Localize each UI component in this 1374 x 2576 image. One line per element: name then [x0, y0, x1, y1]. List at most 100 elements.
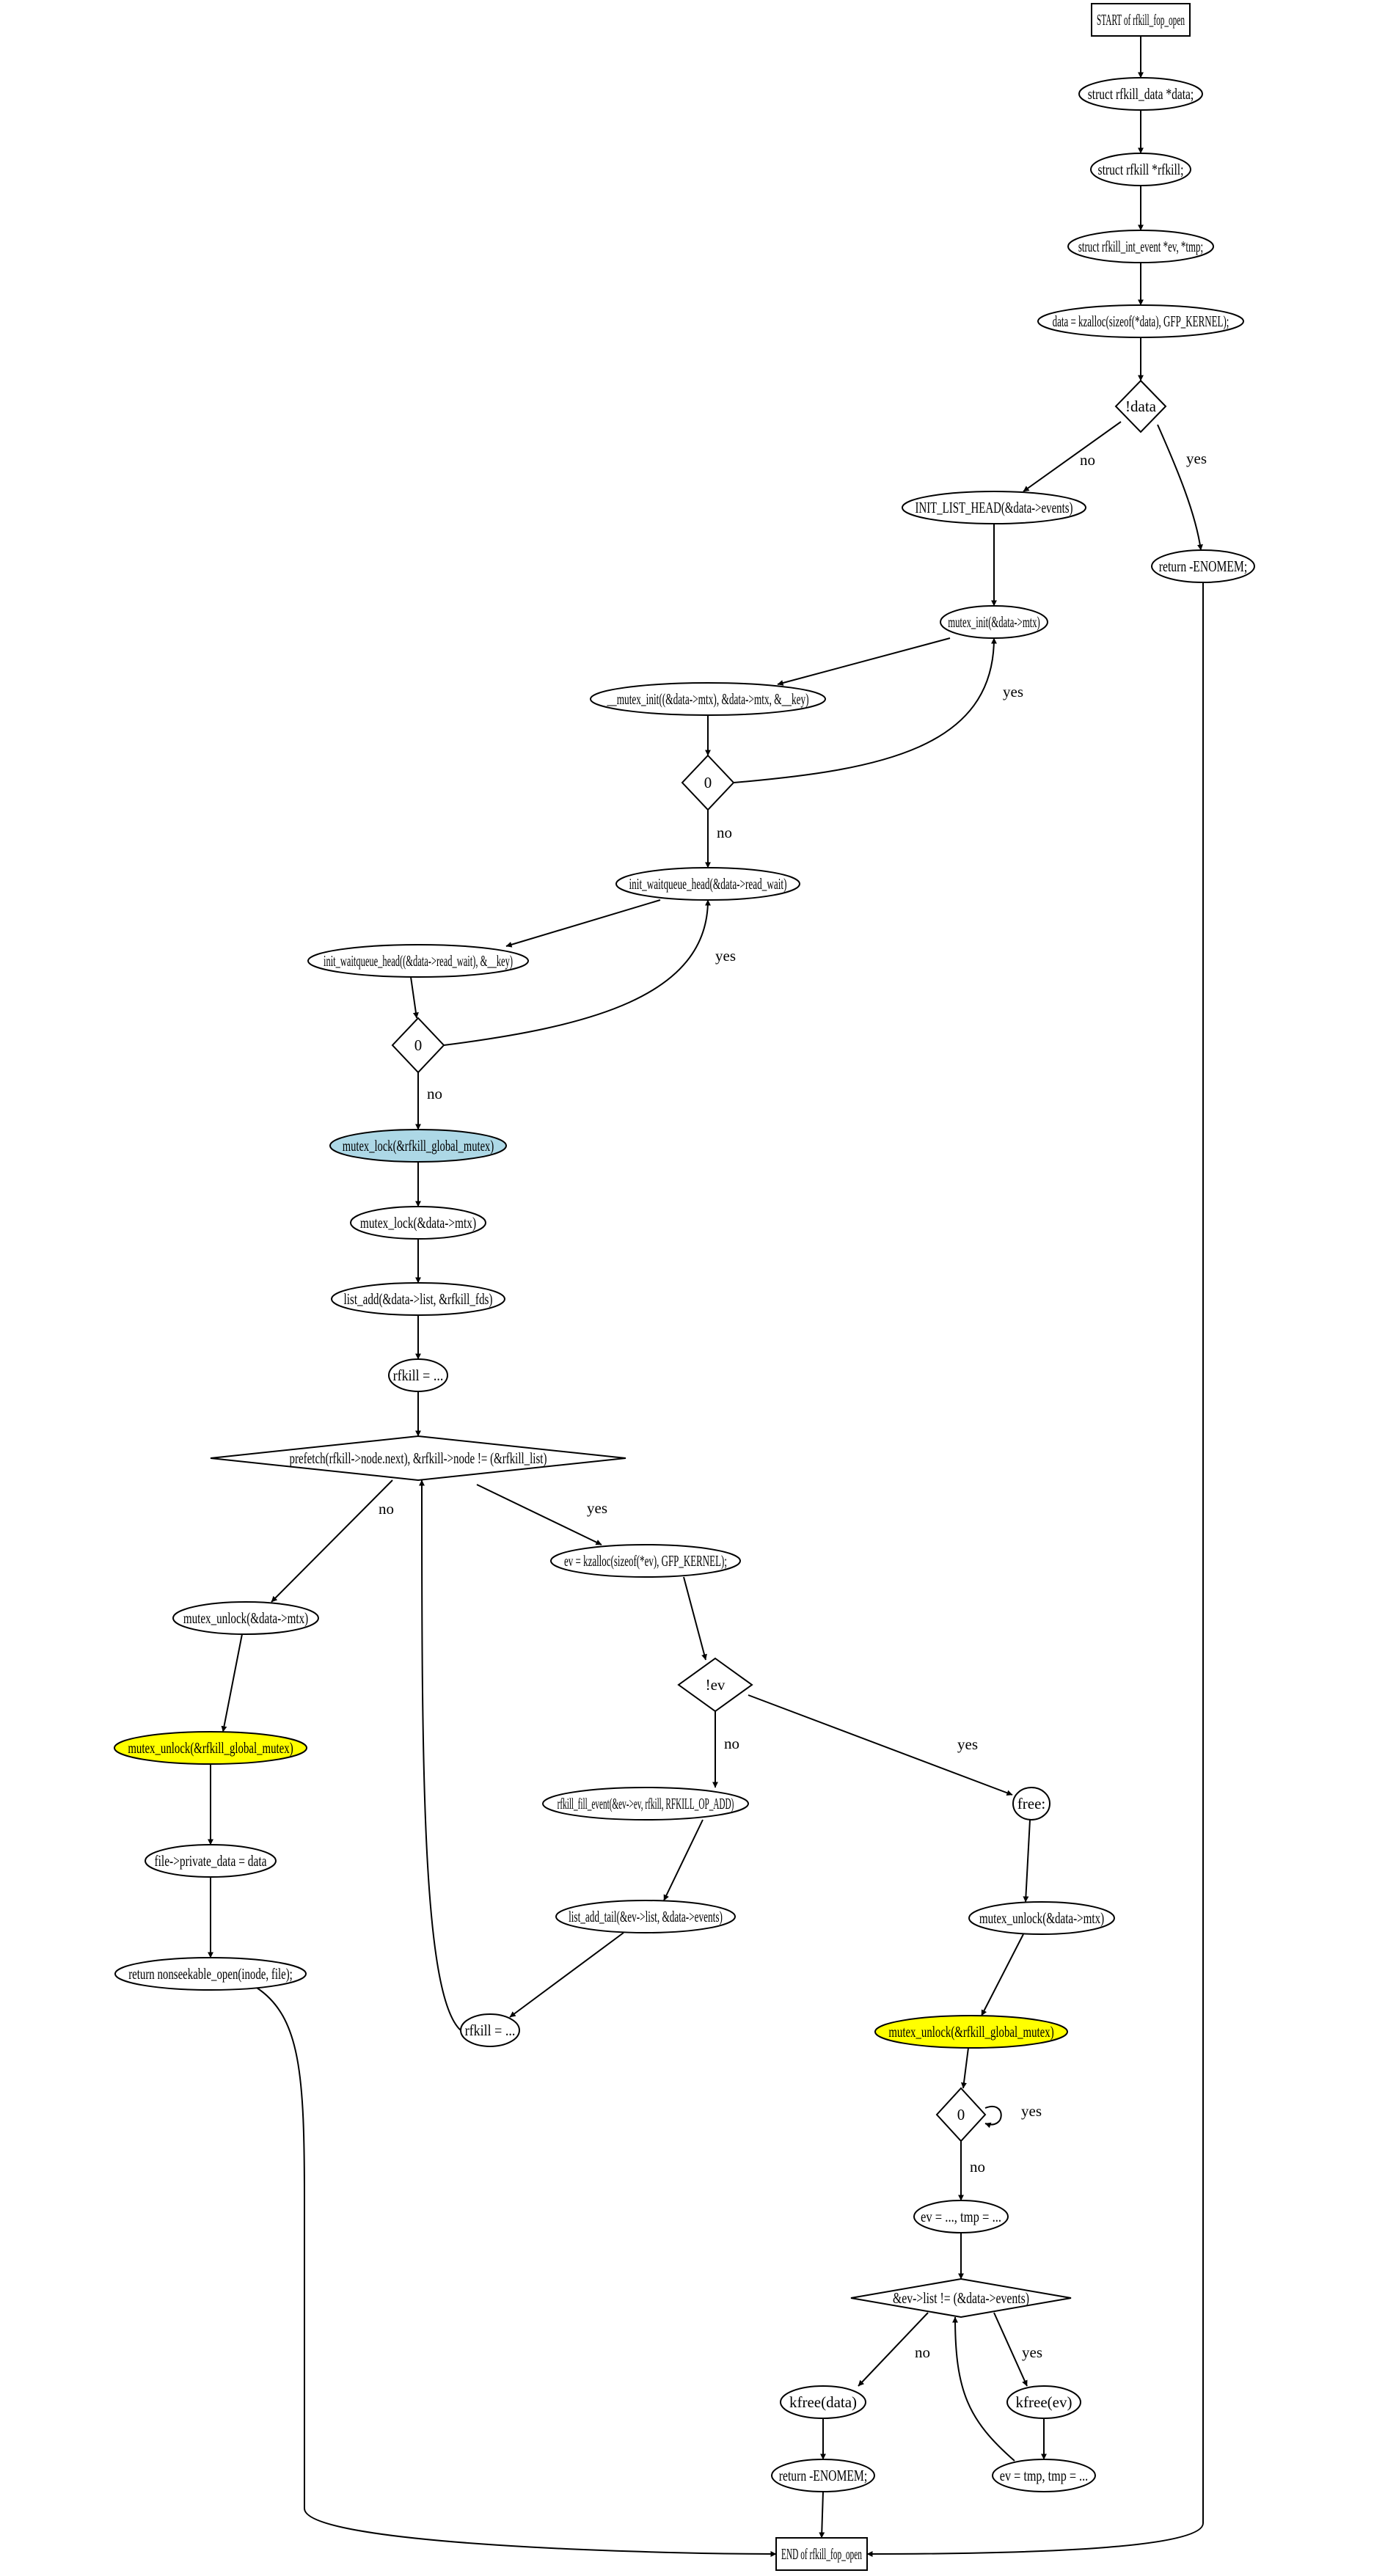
edge-n_mutex_init-to-n_mutex_init_inner	[777, 637, 951, 686]
edges-layer	[208, 36, 1204, 2557]
node-label: init_waitqueue_head(&data->read_wait)	[629, 875, 787, 893]
edge-n_unlock_global_2-to-d_zero_3	[960, 2047, 969, 2089]
diamond-shape	[391, 1017, 445, 1074]
edge-label-no: no	[717, 824, 732, 841]
diamond-shape	[1114, 379, 1167, 433]
node-label: mutex_lock(&data->mtx)	[360, 1214, 476, 1232]
node-d_zero_2: 0	[391, 1017, 445, 1074]
node-n_lock_mtx: mutex_lock(&data->mtx)	[350, 1206, 486, 1240]
edge-label-no: no	[970, 2158, 985, 2176]
node-label: list_add(&data->list, &rfkill_fds)	[344, 1290, 493, 1308]
node-label: 0	[414, 1036, 423, 1054]
node-n_rfkill_assign_2: rfkill = ...	[460, 2013, 520, 2047]
node-n_ev_tmp_next: ev = tmp, tmp = ...	[992, 2459, 1096, 2492]
node-n_list_add: list_add(&data->list, &rfkill_fds)	[331, 1282, 505, 1316]
edge-n_init_wq-to-n_init_wq_inner	[505, 899, 661, 948]
ellipse-shape	[1078, 77, 1203, 111]
ellipse-shape	[1006, 2385, 1081, 2419]
diamond-shape	[681, 754, 735, 811]
ellipse-shape	[590, 682, 826, 716]
ellipse-shape	[329, 1129, 507, 1163]
edge-d_zero_2-to-n_init_wq	[443, 899, 711, 1046]
ellipse-shape	[1037, 304, 1244, 338]
ellipse-shape	[1067, 230, 1214, 263]
node-n_return_nonseekable: return nonseekable_open(inode, file);	[114, 1957, 307, 1991]
node-label: 0	[704, 774, 712, 791]
node-n_ev_decl: struct rfkill_int_event *ev, *tmp;	[1067, 230, 1214, 263]
ellipse-shape	[913, 2200, 1009, 2233]
diamond-shape	[935, 2087, 987, 2143]
edge-n_return_enomem_1-to-end	[866, 582, 1204, 2557]
node-label: return -ENOMEM;	[1159, 557, 1247, 575]
node-n_init_wq: init_waitqueue_head(&data->read_wait)	[615, 867, 800, 901]
node-label: data = kzalloc(sizeof(*data), GFP_KERNEL…	[1053, 312, 1229, 330]
edge-label-yes: yes	[587, 1499, 607, 1517]
node-label: kfree(data)	[789, 2393, 857, 2411]
node-label: rfkill = ...	[393, 1366, 444, 1384]
ellipse-shape	[331, 1282, 505, 1316]
edge-n_kzalloc_ev-to-d_not_ev	[683, 1576, 707, 1661]
node-d_prefetch: prefetch(rfkill->node.next), &rfkill->no…	[210, 1435, 626, 1482]
node-label: 0	[957, 2106, 965, 2123]
edge-d_not_data-to-n_init_list	[1023, 421, 1122, 492]
edge-n_return_enomem_2-to-end	[819, 2491, 825, 2539]
edge-d_prefetch-to-n_kzalloc_ev	[476, 1484, 602, 1545]
ellipse-shape	[145, 1844, 277, 1878]
node-label: __mutex_init((&data->mtx), &data->mtx, &…	[607, 690, 809, 708]
ellipse-shape	[388, 1358, 448, 1392]
node-d_zero_1: 0	[681, 754, 735, 811]
edge-label-no: no	[915, 2343, 930, 2361]
ellipse-shape	[307, 944, 529, 978]
edge-label-no: no	[379, 1500, 394, 1518]
box-shape	[1091, 3, 1191, 37]
node-n_list_add_tail: list_add_tail(&ev->list, &data->events)	[555, 1900, 736, 1933]
edge-label-yes: yes	[715, 947, 736, 965]
node-n_kfree_ev: kfree(ev)	[1006, 2385, 1081, 2419]
node-d_zero_3: 0	[935, 2087, 987, 2143]
edge-d_not_data-to-n_return_enomem_1	[1157, 424, 1203, 551]
ellipse-shape	[1151, 549, 1255, 583]
node-label: prefetch(rfkill->node.next), &rfkill->no…	[290, 1449, 547, 1467]
node-label: struct rfkill_data *data;	[1088, 85, 1194, 103]
edge-d_prefetch-to-n_unlock_mtx_1	[271, 1479, 393, 1603]
edge-d_zero_3-to-d_zero_3	[984, 2106, 1002, 2129]
node-label: struct rfkill_int_event *ev, *tmp;	[1078, 238, 1203, 255]
edge-label-yes: yes	[1186, 450, 1207, 467]
ellipse-shape	[615, 867, 800, 901]
edge-label-yes: yes	[957, 1735, 978, 1753]
node-label: ev = tmp, tmp = ...	[1000, 2467, 1088, 2484]
edge-d_ev_list-to-n_kfree_data	[858, 2312, 929, 2387]
edge-label-yes: yes	[1022, 2343, 1042, 2361]
edge-n_fill_event-to-n_list_add_tail	[663, 1819, 704, 1901]
ellipse-shape	[172, 1601, 319, 1635]
ellipse-shape	[1090, 153, 1191, 186]
edge-label-yes: yes	[1003, 683, 1023, 700]
node-n_data_decl: struct rfkill_data *data;	[1078, 77, 1203, 111]
node-n_unlock_mtx_1: mutex_unlock(&data->mtx)	[172, 1601, 319, 1635]
node-n_init_list: INIT_LIST_HEAD(&data->events)	[902, 491, 1086, 524]
node-label: !data	[1125, 398, 1157, 415]
node-n_kfree_data: kfree(data)	[780, 2385, 866, 2419]
node-label: mutex_unlock(&data->mtx)	[183, 1609, 308, 1627]
edge-label-no: no	[1080, 451, 1095, 469]
edge-n_unlock_mtx_1-to-n_unlock_global_1	[221, 1633, 243, 1732]
node-label: init_waitqueue_head((&data->read_wait), …	[324, 952, 513, 970]
ellipse-shape	[771, 2459, 875, 2492]
node-n_free_label: free:	[1012, 1787, 1050, 1821]
node-label: &ev->list != (&data->events)	[893, 2289, 1029, 2307]
node-n_unlock_mtx_2: mutex_unlock(&data->mtx)	[968, 1901, 1115, 1935]
diamond-shape	[677, 1657, 753, 1713]
diamond-shape	[850, 2277, 1072, 2319]
node-label: return nonseekable_open(inode, file);	[128, 1965, 293, 1983]
ellipse-shape	[902, 491, 1086, 524]
ellipse-shape	[555, 1900, 736, 1933]
ellipse-shape	[1012, 1787, 1050, 1821]
diamond-shape	[210, 1435, 626, 1482]
node-n_mutex_init_inner: __mutex_init((&data->mtx), &data->mtx, &…	[590, 682, 826, 716]
node-n_fill_event: rfkill_fill_event(&ev->ev, rfkill, RFKIL…	[542, 1787, 749, 1821]
node-label: mutex_lock(&rfkill_global_mutex)	[343, 1137, 494, 1155]
node-label: mutex_unlock(&data->mtx)	[979, 1909, 1104, 1927]
edge-label-no: no	[724, 1735, 739, 1752]
